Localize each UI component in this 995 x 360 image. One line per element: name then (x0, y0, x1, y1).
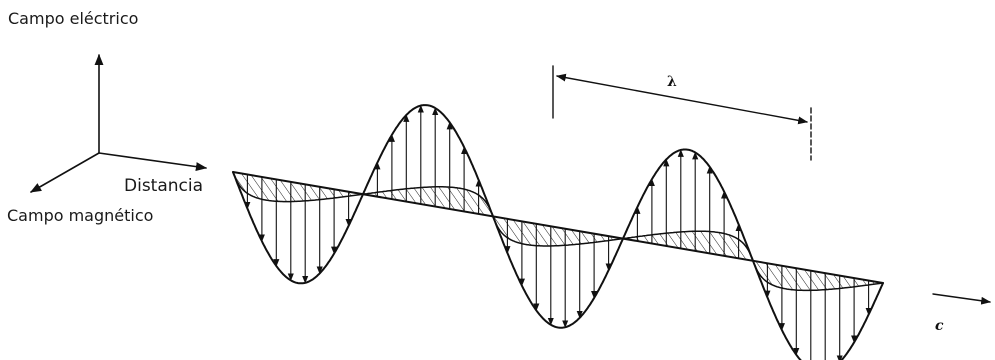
electric-wave-curve (232, 104, 884, 360)
wavelength-marker: λ (552, 65, 812, 161)
magnetic-axis (30, 152, 100, 193)
magnetic-lobe-fill (493, 216, 623, 246)
magnetic-lobe-fill (363, 186, 493, 217)
propagation-axis (232, 171, 884, 284)
axes-icon (30, 53, 208, 193)
electric-field-wave (232, 104, 884, 360)
electric-field-label: Campo eléctrico (8, 9, 138, 28)
magnetic-field-label: Campo magnético (7, 206, 153, 225)
speed-of-light-label: c (935, 318, 944, 334)
magnetic-lobe-fill (753, 260, 883, 291)
distance-label: Distancia (124, 176, 203, 196)
propagation-indicator: c (932, 293, 991, 334)
magnetic-field-wave (232, 171, 884, 292)
magnetic-lobe-fill (623, 231, 753, 261)
propagation-arrow (932, 293, 991, 305)
wavelength-symbol: λ (667, 74, 677, 90)
distance-axis (98, 152, 208, 172)
wavelength-arrow (556, 73, 808, 125)
magnetic-lobe-fill (233, 172, 363, 202)
